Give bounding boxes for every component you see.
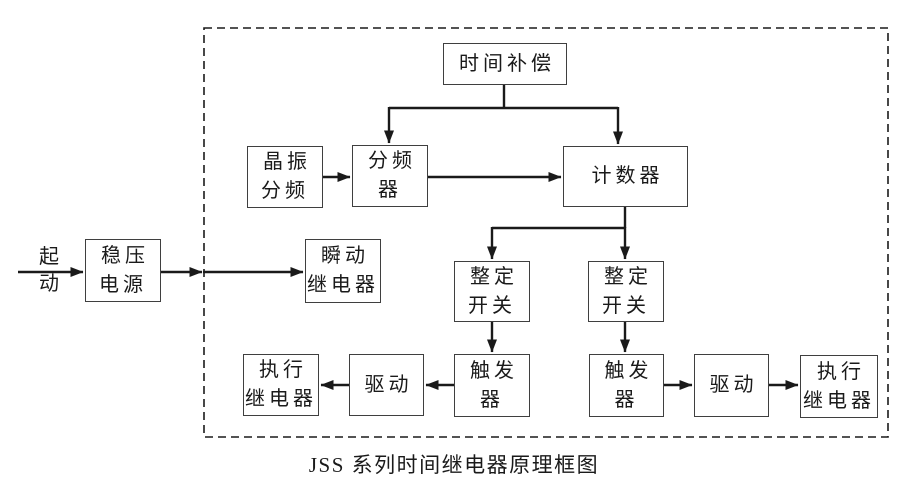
node-drive-left: 驱动 — [349, 354, 424, 416]
node-instant-relay: 瞬动 继电器 — [305, 239, 381, 303]
start-label: 起 动 — [39, 246, 59, 295]
node-crystal-divider: 晶振 分频 — [247, 146, 323, 208]
dashed-boundary — [203, 27, 889, 438]
node-exec-relay-right: 执行 继电器 — [800, 355, 878, 418]
node-time-compensation: 时间补偿 — [443, 43, 567, 85]
node-trigger-left: 触发器 — [454, 354, 530, 417]
wire-counter-branch — [492, 207, 627, 230]
node-regulated-power: 稳压 电源 — [85, 239, 161, 302]
node-trigger-right: 触发器 — [589, 354, 664, 417]
node-frequency-divider: 分频器 — [352, 145, 428, 207]
diagram-caption: JSS 系列时间继电器原理框图 — [308, 453, 600, 477]
node-exec-relay-left: 执行 继电器 — [243, 354, 319, 416]
node-setting-switch-right: 整定 开关 — [588, 261, 664, 322]
wire-time-compensation-branch — [389, 85, 618, 110]
node-counter: 计数器 — [563, 146, 688, 207]
node-setting-switch-left: 整定 开关 — [454, 261, 530, 322]
node-drive-right: 驱动 — [694, 354, 769, 417]
